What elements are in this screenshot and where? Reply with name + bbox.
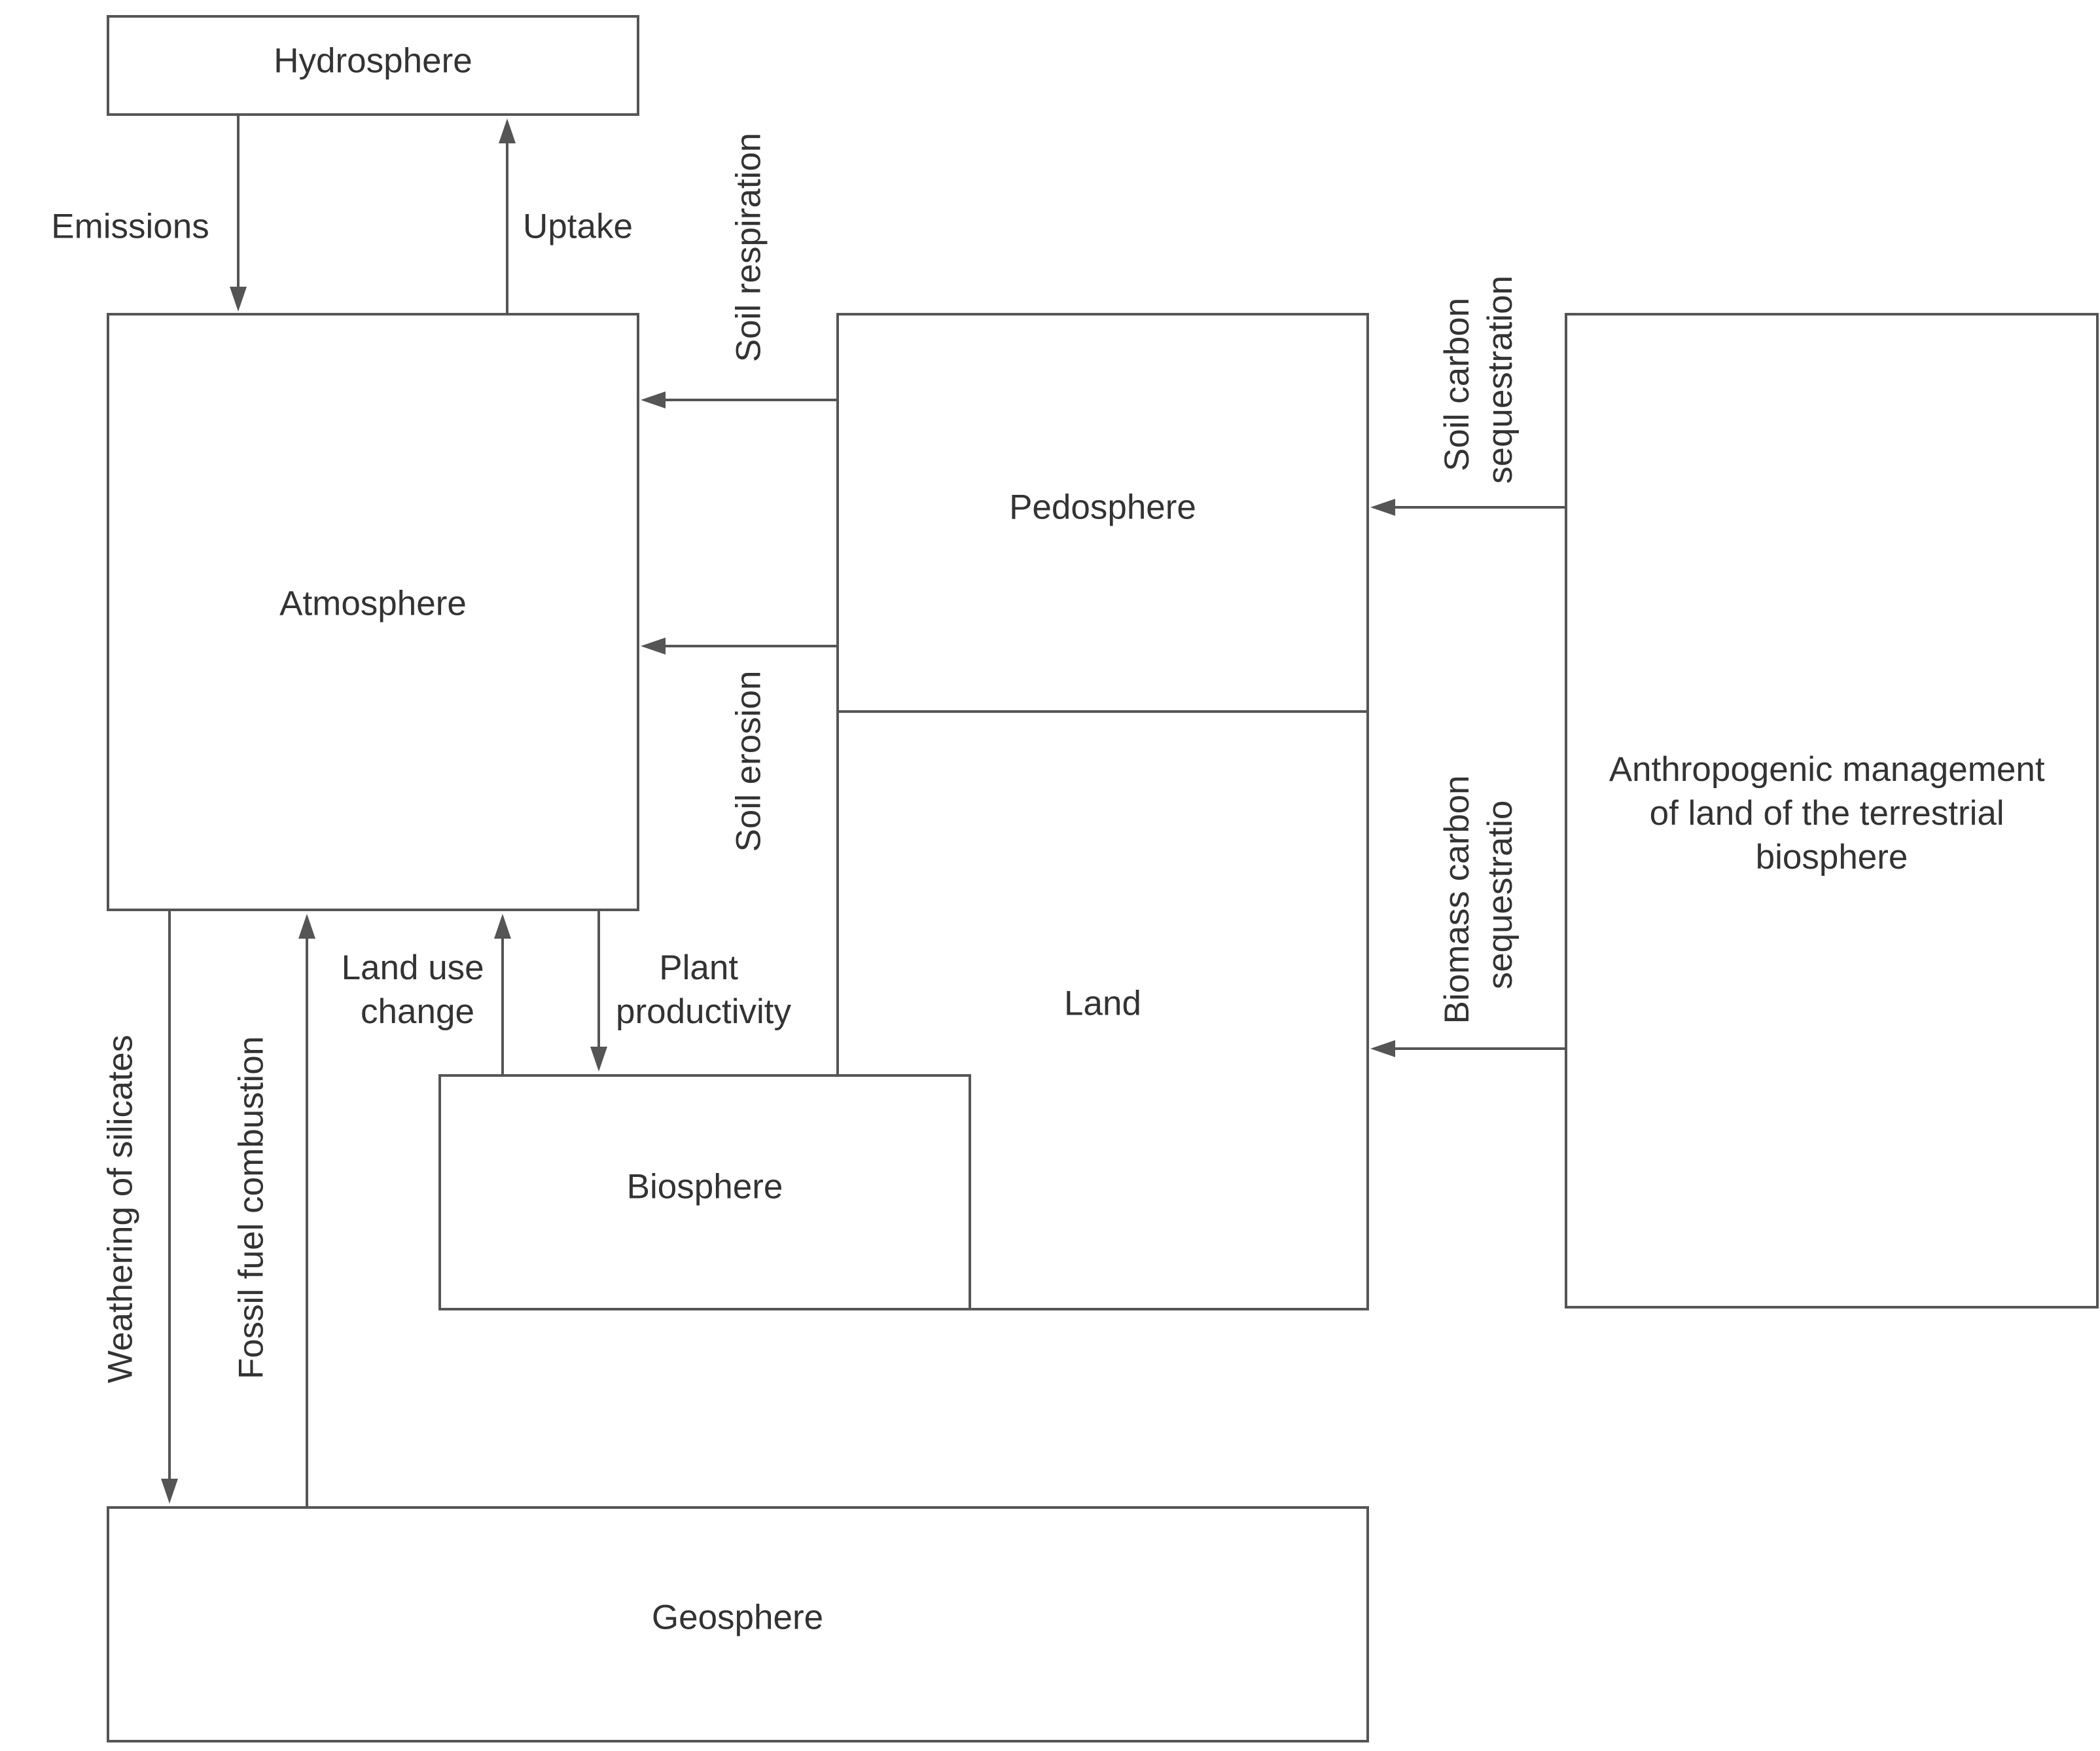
soil-erosion-arrowhead xyxy=(641,638,666,655)
pedosphere-box xyxy=(836,313,1369,713)
land-use-change-label: Land use change xyxy=(342,948,494,1031)
soil-respiration-label: Soil respiration xyxy=(730,133,768,363)
fossil-fuel-arrowhead xyxy=(298,914,315,939)
hydrosphere-label: Hydrosphere xyxy=(274,42,472,81)
biomass-carbon-sequestration-line: sequestratio xyxy=(1481,801,1520,990)
geosphere-box xyxy=(107,1506,1369,1742)
land-label: Land xyxy=(1064,984,1141,1023)
land-use-change-arrowhead xyxy=(494,914,511,939)
soil-carbon-sequestration-label: Soil carbon sequestration xyxy=(1438,276,1520,484)
plant-productivity-line: Plant xyxy=(659,948,738,987)
soil-carbon-sequestration-line: Soil carbon xyxy=(1438,298,1476,471)
pedosphere-label: Pedosphere xyxy=(1009,488,1196,527)
anthropogenic-label: Anthropogenic management of land of the … xyxy=(1609,750,2055,876)
biosphere-box xyxy=(438,1074,971,1310)
soil-erosion-label: Soil erosion xyxy=(730,671,768,852)
biomass-carbon-sequestration-arrowhead xyxy=(1370,1040,1395,1057)
uptake-label: Uptake xyxy=(523,208,633,246)
uptake-arrowhead xyxy=(499,118,516,143)
weathering-arrowhead xyxy=(161,1479,178,1504)
atmosphere-box xyxy=(107,313,639,911)
geosphere-label: Geosphere xyxy=(652,1598,823,1637)
soil-carbon-sequestration-line: sequestration xyxy=(1481,276,1520,484)
land-use-change-line: Land use xyxy=(342,948,484,987)
anthropogenic-label-line: Anthropogenic management xyxy=(1609,750,2045,789)
plant-productivity-label: Plant productivity xyxy=(616,948,792,1031)
biomass-carbon-sequestration-label: Biomass carbon sequestratio xyxy=(1438,766,1520,1024)
anthropogenic-box xyxy=(1565,313,2099,1309)
plant-productivity-arrowhead xyxy=(590,1047,607,1072)
emissions-label: Emissions xyxy=(51,208,209,246)
plant-productivity-line: productivity xyxy=(616,992,792,1031)
soil-respiration-arrowhead xyxy=(641,391,666,408)
atmosphere-label: Atmosphere xyxy=(279,585,467,623)
land-use-change-line: change xyxy=(361,992,474,1031)
hydrosphere-box xyxy=(107,15,639,116)
emissions-arrowhead xyxy=(230,287,247,312)
weathering-label: Weathering of silicates xyxy=(101,1035,140,1383)
biomass-carbon-sequestration-line: Biomass carbon xyxy=(1438,775,1476,1024)
fossil-fuel-label: Fossil fuel combustion xyxy=(232,1036,271,1379)
anthropogenic-label-line: biosphere xyxy=(1756,838,1908,876)
soil-carbon-sequestration-arrowhead xyxy=(1370,499,1395,516)
anthropogenic-label-line: of land of the terrestrial xyxy=(1650,794,2004,833)
biosphere-label: Biosphere xyxy=(627,1168,783,1206)
